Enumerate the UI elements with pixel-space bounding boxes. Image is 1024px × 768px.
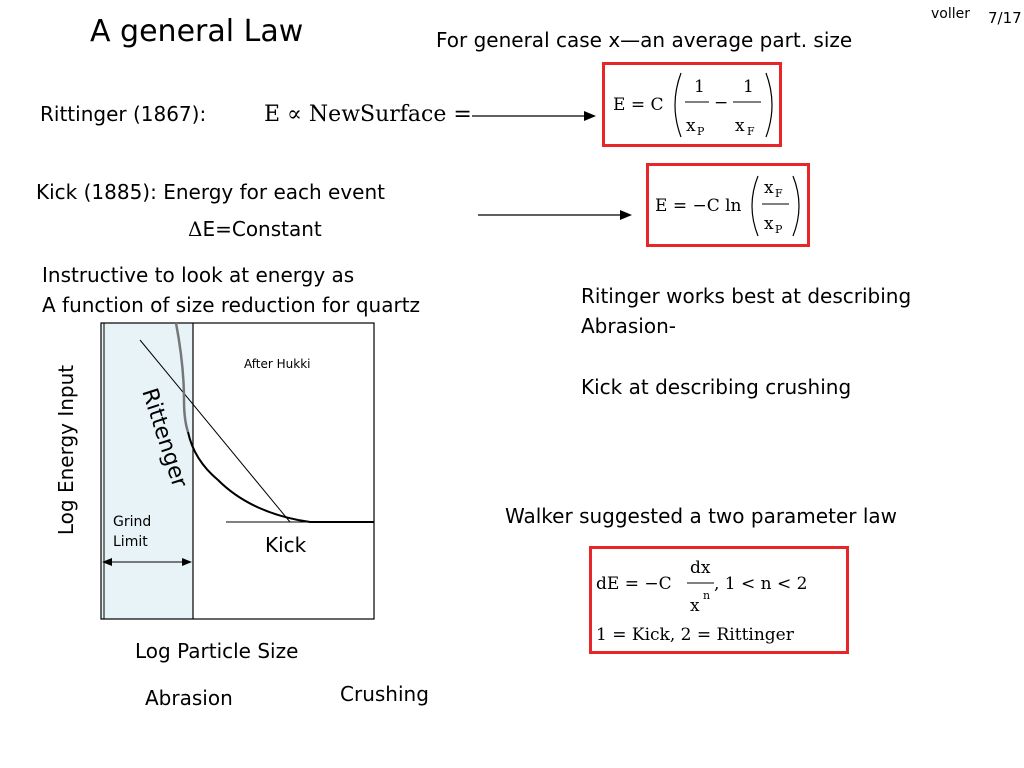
kick-num-sub: F	[775, 187, 783, 200]
note-line2: Abrasion-	[581, 314, 676, 338]
rittinger-minus: −	[714, 93, 728, 113]
rittinger-formula-box: E = C 1 x P − 1 x F	[602, 62, 782, 147]
graph-intro-line1: Instructive to look at energy as	[42, 263, 355, 287]
kick-label: Kick (1885): Energy for each event	[36, 180, 385, 204]
rittinger-lhs: E = C	[613, 95, 663, 115]
rittinger-den2: x	[735, 116, 745, 136]
walker-lhs: dE = −C	[596, 574, 672, 594]
graph-intro-line2: A function of size reduction for quartz	[42, 293, 421, 317]
kick-curve-label: Kick	[265, 533, 307, 557]
delta-e-constant: ΔE=Constant	[188, 217, 322, 242]
kick-arrow	[478, 210, 632, 220]
left-paren	[751, 175, 759, 237]
author-label: voller	[931, 6, 970, 22]
grind-label-1: Grind	[113, 514, 152, 530]
kick-den: x	[764, 214, 774, 234]
kick-den-sub: P	[775, 223, 783, 236]
right-paren	[765, 72, 773, 138]
note-line1: Ritinger works best at describing	[581, 284, 912, 308]
right-paren	[792, 175, 800, 237]
energy-size-graph	[100, 322, 375, 620]
delta-symbol: Δ	[188, 217, 203, 241]
general-case-text: For general case x—an average part. size	[436, 28, 853, 52]
left-paren	[674, 72, 682, 138]
walker-label: Walker suggested a two parameter law	[505, 504, 897, 528]
walker-den: x	[690, 596, 700, 616]
note-line3: Kick at describing crushing	[581, 375, 852, 399]
rittinger-den1: x	[686, 116, 696, 136]
rittinger-num1: 1	[694, 77, 705, 97]
abrasion-label: Abrasion	[145, 686, 233, 710]
rittenger-tangent	[139, 339, 291, 523]
rittinger-label: Rittinger (1867):	[40, 102, 207, 126]
x-axis-label: Log Particle Size	[135, 639, 299, 663]
walker-formula-box: dE = −C dx x n , 1 < n < 2 1 = Kick, 2 =…	[589, 546, 849, 654]
walker-den-sup: n	[703, 589, 710, 602]
kick-num: x	[764, 178, 774, 198]
y-axis-label: Log Energy Input	[54, 364, 78, 536]
kick-formula-box: E = −C ln x F x P	[646, 163, 810, 247]
graph-frame	[100, 322, 375, 620]
delta-text: E=Constant	[202, 217, 322, 241]
energy-curve	[187, 431, 374, 523]
grind-limit-region	[101, 323, 193, 619]
grey-curve	[174, 322, 190, 433]
slide-title: A general Law	[90, 14, 304, 49]
walker-line2: 1 = Kick, 2 = Rittinger	[596, 625, 795, 645]
after-hukki-label: After Hukki	[244, 357, 311, 371]
rittinger-sub1: P	[697, 125, 705, 138]
crushing-label: Crushing	[340, 682, 429, 706]
walker-num: dx	[690, 558, 711, 578]
page-number: 7/17	[988, 9, 1022, 27]
rittinger-arrow	[472, 111, 596, 121]
grind-label-2: Limit	[113, 534, 148, 550]
rittinger-num2: 1	[743, 77, 754, 97]
rittinger-sub2: F	[747, 125, 755, 138]
rittinger-formula: E ∝ NewSurface =	[264, 102, 472, 127]
walker-condition: , 1 < n < 2	[714, 574, 808, 594]
kick-lhs: E = −C ln	[655, 196, 742, 216]
